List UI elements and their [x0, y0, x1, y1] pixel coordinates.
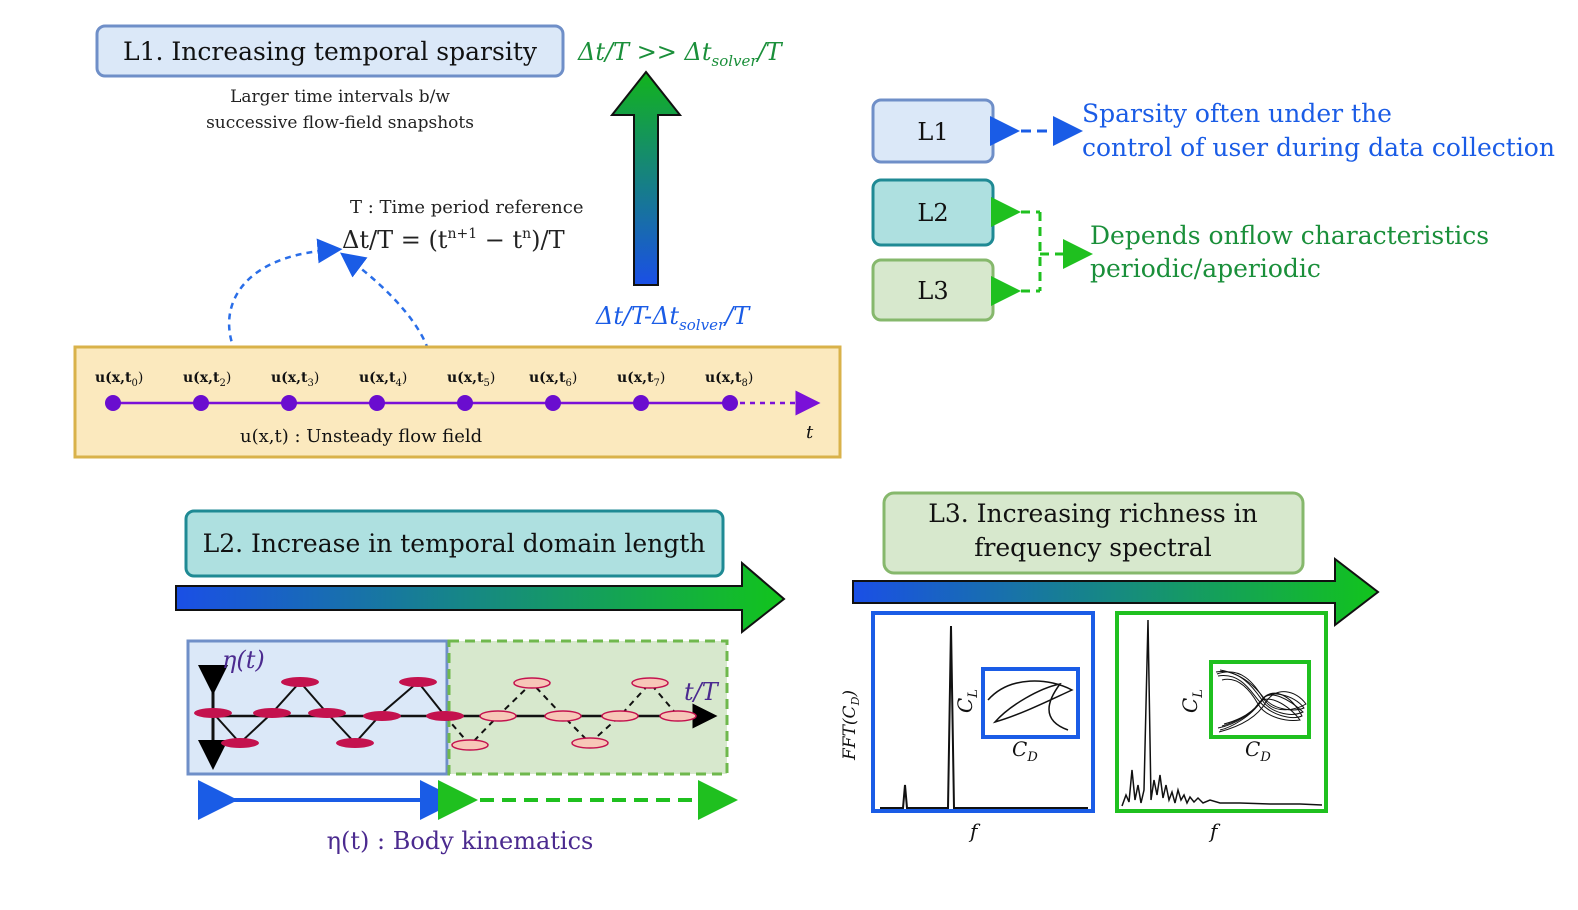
ratio-top: Δt/T >> Δtsolver/T — [577, 38, 784, 70]
eta-label: η(t) — [222, 646, 265, 674]
l1-desc-line2: successive flow-field snapshots — [206, 113, 474, 133]
l2-title-box — [184, 509, 725, 578]
snapshot-dots — [105, 395, 738, 411]
snapshot-label: u(x,t3) — [271, 370, 319, 389]
kinematics-dashed-curve — [444, 681, 679, 747]
kinematic-point — [601, 710, 639, 722]
kinematic-point — [544, 710, 582, 722]
snapshot-dot — [722, 395, 738, 411]
legend-l2-label: L2 — [917, 199, 948, 227]
l3-title-box — [882, 491, 1305, 575]
cl-label-1: CL — [953, 689, 981, 713]
snapshot-labels: u(x,t0) u(x,t2) u(x,t3) u(x,t4) u(x,t5) … — [95, 370, 753, 389]
fft-xlabel-1: f — [968, 819, 981, 843]
flow-caption: u(x,t) : Unsteady flow field — [240, 426, 482, 447]
fft-xlabel-2: f — [1208, 819, 1221, 843]
ratio-bottom: Δt/T-Δtsolver/T — [595, 302, 751, 334]
snapshot-label: u(x,t0) — [95, 370, 143, 389]
period-formula: Δt/T = (tn+1 − tn)/T — [342, 226, 565, 254]
dashed-curve-left — [227, 238, 343, 405]
fft-spectrum-aperiodic — [1121, 619, 1323, 807]
snapshot-dot — [633, 395, 649, 411]
period-reference: T : Time period reference — [350, 197, 584, 218]
snapshot-dot — [105, 395, 121, 411]
snapshot-label: u(x,t6) — [529, 370, 577, 389]
l23-note-line2: periodic/aperiodic — [1090, 254, 1321, 283]
kinematic-point — [659, 710, 697, 722]
kinematic-point — [513, 677, 551, 689]
cd-label-2: CD — [1245, 737, 1271, 765]
snapshot-dot — [369, 395, 385, 411]
l2-caption: η(t) : Body kinematics — [327, 827, 594, 855]
l3-title-line1: L3. Increasing richness in — [928, 499, 1258, 528]
l1-title: L1. Increasing temporal sparsity — [123, 37, 538, 66]
snapshot-dot — [281, 395, 297, 411]
kinematic-point — [479, 710, 517, 722]
kinematic-point — [426, 711, 464, 721]
sparsity-arrow — [609, 70, 683, 286]
snapshot-dot — [545, 395, 561, 411]
kinematic-point — [281, 677, 319, 687]
l1-note-line1: Sparsity often under the — [1082, 99, 1392, 128]
kinematic-point — [336, 738, 374, 748]
l2-domain-arrow — [175, 560, 786, 635]
flow-axis-label: t — [806, 422, 814, 443]
l2-title: L2. Increase in temporal domain length — [203, 529, 706, 558]
phase-curve-periodic — [987, 680, 1074, 731]
l1-note-line2: control of user during data collection — [1082, 133, 1555, 162]
l3-title-line2: frequency spectral — [974, 533, 1212, 562]
time-label: t/T — [684, 678, 720, 706]
cd-label-1: CD — [1012, 737, 1038, 765]
kinematic-point — [451, 739, 489, 751]
kinematics-known-points — [194, 677, 464, 748]
kinematics-known-region — [186, 639, 449, 776]
kinematic-point — [221, 738, 259, 748]
kinematic-point — [194, 708, 232, 718]
kinematic-point — [631, 677, 669, 689]
snapshot-label: u(x,t4) — [359, 370, 407, 389]
snapshot-label: u(x,t7) — [617, 370, 665, 389]
kinematic-point — [571, 737, 609, 749]
l23-note-line1: Depends onflow characteristics — [1090, 221, 1489, 250]
kinematic-point — [399, 677, 437, 687]
legend-l1-label: L1 — [917, 118, 948, 146]
kinematic-point — [308, 708, 346, 718]
snapshot-dot — [457, 395, 473, 411]
kinematic-point — [253, 708, 291, 718]
cl-label-2: CL — [1178, 689, 1206, 713]
l3-richness-arrow — [852, 556, 1380, 628]
l1-desc-line1: Larger time intervals b/w — [230, 87, 450, 107]
l1-title-box — [95, 24, 565, 78]
kinematics-extended-points — [451, 677, 697, 751]
fft-spectrum-periodic — [880, 625, 1088, 809]
legend-l3-label: L3 — [917, 277, 948, 305]
fft-ylabel: FFT(CD) — [840, 690, 862, 761]
phase-portrait-periodic — [981, 667, 1080, 739]
kinematic-point — [363, 711, 401, 721]
phase-curve-aperiodic — [1215, 669, 1307, 733]
snapshot-label: u(x,t8) — [705, 370, 753, 389]
snapshot-dot — [193, 395, 209, 411]
snapshot-label: u(x,t5) — [447, 370, 495, 389]
l23-bracket — [991, 197, 1093, 306]
snapshot-label: u(x,t2) — [183, 370, 231, 389]
kinematics-extended-region — [447, 639, 729, 776]
